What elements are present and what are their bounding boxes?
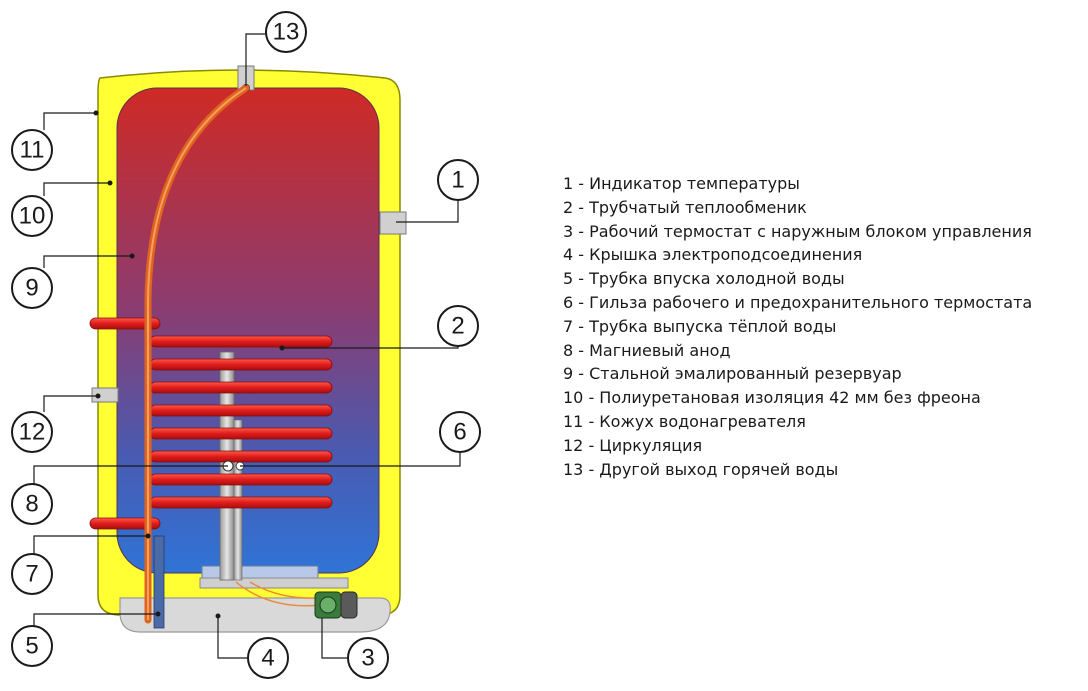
callout-6: 6 (439, 411, 481, 453)
callout-9: 9 (11, 267, 53, 309)
callout-1-label: 1 (451, 167, 464, 194)
legend-item: 13 - Другой выход горячей воды (563, 459, 839, 479)
legend-item: 5 - Трубка впуска холодной воды (563, 269, 845, 289)
callout-2: 2 (437, 305, 479, 347)
legend-item: 1 - Индикатор температуры (563, 174, 800, 193)
callout-4-label: 4 (261, 645, 274, 672)
coil-loop (149, 335, 333, 348)
coil-loop (149, 496, 333, 509)
callout-11: 11 (11, 129, 53, 171)
callout-7: 7 (11, 553, 53, 595)
callout-10: 10 (11, 195, 53, 237)
callout-8-label: 8 (25, 491, 38, 518)
callout-13: 13 (265, 11, 307, 53)
legend-item: 11 - Кожух водонагревателя (563, 411, 806, 431)
callout-8: 8 (11, 483, 53, 525)
callout-1: 1 (437, 159, 479, 201)
legend-item: 10 - Полиуретановая изоляция 42 мм без ф… (563, 388, 981, 408)
coil-loop (149, 358, 333, 371)
legend-item: 2 - Трубчатый теплообменик (563, 197, 807, 217)
coil-loop (149, 473, 333, 486)
thermostat-cap (340, 591, 358, 619)
callout-10-label: 10 (19, 203, 46, 230)
coil-loop (149, 381, 333, 394)
coil-inlet-pipe (89, 317, 161, 330)
callout-5: 5 (11, 625, 53, 667)
legend-item: 12 - Циркуляция (563, 435, 703, 455)
callout-2-label: 2 (451, 313, 464, 340)
callout-12: 12 (11, 411, 53, 453)
legend-item: 7 - Трубка выпуска тёплой воды (563, 316, 837, 336)
thermostat-knob-icon (319, 596, 337, 614)
callouts: 13 11 10 9 1 2 12 6 8 7 5 4 3 (11, 11, 481, 679)
callout-11-label: 11 (20, 137, 45, 164)
thermostat-wiring (235, 581, 321, 607)
legend-item: 4 - Крышка электроподсоединения (563, 245, 863, 265)
coil-loop (149, 404, 333, 417)
callout-5-label: 5 (25, 633, 38, 660)
coil-outlet-pipe (89, 517, 161, 530)
legend-item: 3 - Рабочий термостат с наружным блоком … (563, 221, 1032, 241)
callout-6-label: 6 (453, 419, 466, 446)
callout-13-label: 13 (273, 19, 300, 46)
callout-4: 4 (247, 637, 289, 679)
coil-loop (149, 450, 333, 463)
circulation-fitting (91, 387, 119, 403)
callout-3: 3 (347, 637, 389, 679)
temperature-indicator-fitting (379, 211, 407, 235)
hot-water-tube-highlight (147, 87, 247, 620)
legend-item: 8 - Магниевый анод (563, 340, 731, 360)
flange-base (199, 577, 349, 589)
callout-3-label: 3 (361, 645, 374, 672)
legend: 1 - Индикатор температуры 2 - Трубчатый … (563, 172, 1032, 481)
coil-loop (149, 427, 333, 440)
heat-exchanger-coil (89, 317, 333, 530)
callout-9-label: 9 (25, 275, 38, 302)
legend-item: 6 - Гильза рабочего и предохранительного… (563, 292, 1033, 312)
callout-12-label: 12 (19, 419, 46, 446)
callout-7-label: 7 (25, 561, 38, 588)
coil-loops (149, 335, 333, 509)
cold-water-inlet (153, 535, 165, 629)
leader-lines (33, 33, 461, 659)
legend-item: 9 - Стальной эмалированный резервуар (563, 364, 902, 384)
